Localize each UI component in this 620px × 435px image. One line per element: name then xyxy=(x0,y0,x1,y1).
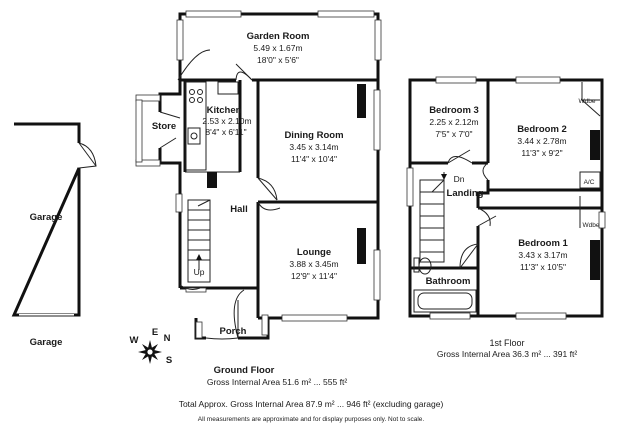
room-imperial: 11'3" x 10'5" xyxy=(520,262,566,272)
garage-outline xyxy=(11,122,97,317)
room-metric: 3.43 x 3.17m xyxy=(518,250,567,260)
ground-floor-stairs xyxy=(187,199,211,283)
room-name: Dining Room xyxy=(284,130,343,141)
landing-label: Landing xyxy=(447,188,484,199)
bathroom-fixtures xyxy=(413,257,477,313)
dining-chimney xyxy=(357,84,366,118)
room-metric: 2.53 x 2.10m xyxy=(202,116,251,126)
room-bedroom-3: Bedroom 3 2.25 x 2.12m 7'5" x 7'0" xyxy=(429,105,479,139)
room-imperial: 7'5" x 7'0" xyxy=(435,129,472,139)
room-name: Bedroom 1 xyxy=(518,238,568,249)
garage-outer-label: Garage xyxy=(30,337,63,348)
wdbe-lower-label: Wdbe xyxy=(583,222,600,229)
room-imperial: 18'0" x 5'6" xyxy=(257,55,299,65)
room-imperial: 11'3" x 9'2" xyxy=(521,148,562,158)
compass-w: W xyxy=(130,335,139,346)
kitchen-fixtures xyxy=(185,81,239,171)
ground-floor-area: Gross Internal Area 51.6 m² ... 555 ft² xyxy=(207,377,347,387)
room-garden-room: Garden Room 5.49 x 1.67m 18'0" x 5'6" xyxy=(247,31,310,65)
porch-label: Porch xyxy=(220,326,247,337)
ac-label: A/C xyxy=(584,179,595,186)
first-floor-area: Gross Internal Area 36.3 m² ... 391 ft² xyxy=(437,349,577,359)
lounge-chimney xyxy=(357,228,366,264)
hall-chimney xyxy=(207,172,217,188)
disclaimer: All measurements are approximate and for… xyxy=(198,416,425,423)
room-name: Kitchen xyxy=(207,105,242,116)
room-imperial: 12'9" x 11'4" xyxy=(291,271,337,281)
up-label: Up xyxy=(194,267,205,277)
room-name: Garden Room xyxy=(247,31,310,42)
room-kitchen: Kitchen 2.53 x 2.10m 8'4" x 6'11" xyxy=(202,105,251,137)
ground-floor-windows xyxy=(135,10,382,339)
bathroom-label: Bathroom xyxy=(426,276,471,287)
room-metric: 2.25 x 2.12m xyxy=(429,117,478,127)
room-imperial: 8'4" x 6'11" xyxy=(205,127,246,137)
compass-e: E xyxy=(152,327,158,338)
wardrobes xyxy=(579,82,601,280)
room-metric: 3.44 x 2.78m xyxy=(517,136,566,146)
compass-s: S xyxy=(166,355,172,366)
compass-rose xyxy=(138,340,162,364)
room-name: Bedroom 3 xyxy=(429,105,479,116)
room-name: Bedroom 2 xyxy=(517,124,567,135)
wdbe-upper-label: Wdbe xyxy=(579,98,596,105)
dn-label: Dn xyxy=(454,174,465,184)
first-floor-doors xyxy=(447,149,497,269)
room-metric: 5.49 x 1.67m xyxy=(253,43,302,53)
room-lounge: Lounge 3.88 x 3.45m 12'9" x 11'4" xyxy=(289,247,338,281)
first-floor-title: 1st Floor xyxy=(489,338,524,348)
compass-n: N xyxy=(164,333,171,344)
first-floor-windows xyxy=(406,76,606,320)
room-bedroom-2: Bedroom 2 3.44 x 2.78m 11'3" x 9'2" xyxy=(517,124,567,158)
garage-inner-label: Garage xyxy=(30,212,63,223)
room-imperial: 11'4" x 10'4" xyxy=(291,154,337,164)
ground-floor-doors xyxy=(159,49,281,340)
first-floor-stairs xyxy=(419,172,447,263)
room-bedroom-1: Bedroom 1 3.43 x 3.17m 11'3" x 10'5" xyxy=(518,238,568,272)
room-dining-room: Dining Room 3.45 x 3.14m 11'4" x 10'4" xyxy=(284,130,343,164)
room-name: Lounge xyxy=(297,247,331,258)
store-label: Store xyxy=(152,121,176,132)
hall-label: Hall xyxy=(230,204,247,215)
total-area: Total Approx. Gross Internal Area 87.9 m… xyxy=(179,399,444,409)
room-metric: 3.45 x 3.14m xyxy=(289,142,338,152)
ground-floor-title: Ground Floor xyxy=(214,365,275,376)
room-metric: 3.88 x 3.45m xyxy=(289,259,338,269)
